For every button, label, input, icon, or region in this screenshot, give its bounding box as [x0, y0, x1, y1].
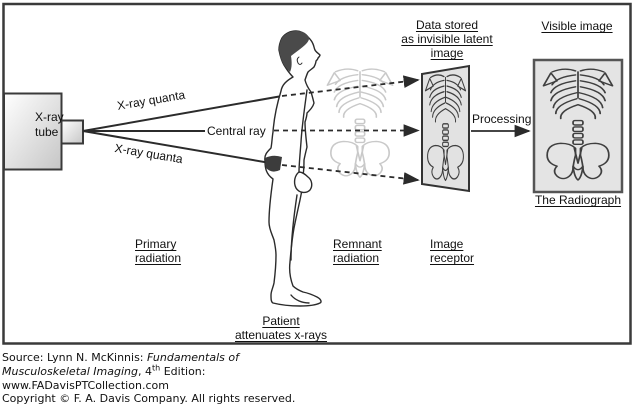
radiograph-label: The Radiograph — [534, 193, 622, 207]
source-attribution: Source: Lynn N. McKinnis: Fundamentals o… — [2, 351, 295, 406]
copyright-line: Copyright © F. A. Davis Company. All rig… — [2, 392, 296, 406]
image-receptor-label: Image receptor — [430, 237, 475, 265]
source-line-1: Source: Lynn N. McKinnis: Fundamentals o… — [2, 351, 239, 364]
xray-tube-label: X-ray tube — [35, 110, 64, 139]
visible-image-label: Visible image — [541, 19, 613, 33]
central-ray-label: Central ray — [207, 124, 266, 138]
source-line-2: Musculoskeletal Imaging, 4th Edition: — [2, 363, 206, 378]
remnant-radiation-label: Remnant radiation — [333, 237, 382, 265]
patient-figure — [264, 30, 322, 307]
primary-beam-rays — [82, 95, 283, 166]
remnant-rays — [274, 75, 420, 185]
data-stored-label: Data stored as invisible latent image — [401, 18, 493, 60]
processing-label: Processing — [472, 112, 532, 126]
source-url: www.FADavisPTCollection.com — [2, 378, 169, 392]
xray-tube-shape — [3, 92, 84, 171]
patient-swimsuit — [265, 155, 282, 172]
patient-label: Patient attenuates x-rays — [234, 314, 328, 342]
patient-hair — [279, 31, 310, 72]
primary-radiation-label: Primary radiation — [135, 237, 182, 265]
patient-hand — [293, 171, 313, 194]
